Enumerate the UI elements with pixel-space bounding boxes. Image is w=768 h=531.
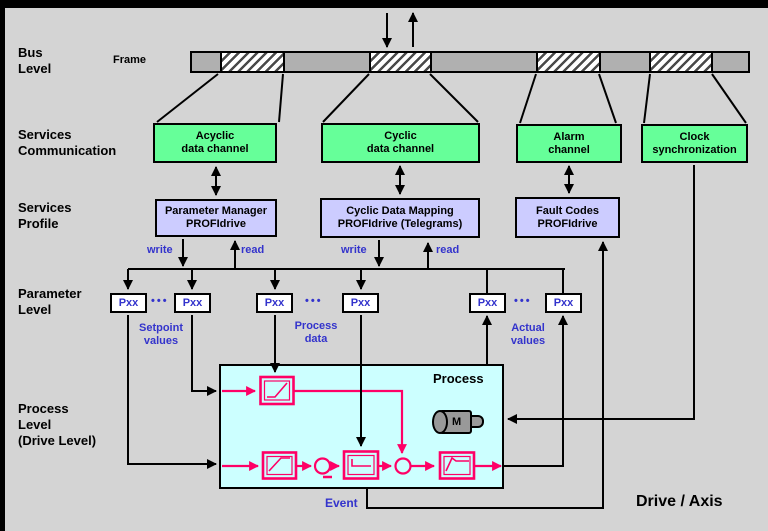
- box-line: Cyclic Data Mapping: [346, 205, 454, 217]
- frame-segment-gray: [432, 53, 536, 71]
- frame-to-cyclic-connector: [322, 73, 479, 123]
- heading-line: Communication: [18, 143, 117, 158]
- box-line: Fault Codes: [536, 204, 599, 217]
- frame-to-alarm-connector: [519, 73, 617, 124]
- frame-to-clock-connector: [643, 73, 747, 124]
- left-border: [0, 0, 5, 531]
- box-line: Parameter Manager: [164, 205, 268, 217]
- heading-line: Level: [18, 302, 52, 317]
- ellipsis: •••: [151, 295, 169, 307]
- frame-segment-gray: [713, 53, 748, 71]
- label-line: Setpoint: [139, 322, 183, 334]
- frame-to-acyclic-connector: [156, 73, 284, 123]
- top-border: [0, 0, 768, 8]
- box-line: PROFIdrive: [537, 217, 598, 230]
- frame-segment-gray: [192, 53, 220, 71]
- ellipsis: •••: [514, 295, 532, 307]
- pxx-box-4: Pxx: [342, 293, 379, 313]
- write-label: write: [341, 244, 367, 256]
- bus-frame-bar: [190, 51, 750, 73]
- box-line: PROFIdrive (Telegrams): [337, 218, 463, 230]
- pxx-box-1: Pxx: [110, 293, 147, 313]
- heading-line: Process: [18, 401, 69, 416]
- pxx-box-3: Pxx: [256, 293, 293, 313]
- motor-letter: M: [452, 416, 462, 428]
- frame-segment-gray: [600, 53, 650, 71]
- frame-segment-gray: [284, 53, 370, 71]
- frame-label: Frame: [113, 54, 147, 66]
- box-line: Clock: [679, 130, 710, 143]
- ellipsis: •••: [305, 295, 323, 307]
- box-line: channel: [548, 143, 590, 156]
- box-line: Alarm: [553, 130, 585, 143]
- label-line: values: [143, 335, 179, 347]
- heading-line: Level: [18, 61, 52, 76]
- label-line: values: [510, 335, 546, 347]
- event-label: Event: [325, 496, 358, 510]
- box-line: data channel: [181, 143, 249, 155]
- label-line: data: [304, 333, 328, 345]
- frame-segment-hatched: [369, 53, 433, 71]
- pxx-box-6: Pxx: [545, 293, 582, 313]
- motor-icon: M: [432, 410, 486, 435]
- motor-cap: [432, 410, 448, 434]
- pxx-box-2: Pxx: [174, 293, 211, 313]
- write-label: write: [147, 244, 173, 256]
- heading-line: Services: [18, 127, 72, 142]
- frame-segment-hatched: [535, 53, 601, 71]
- read-label: read: [241, 244, 265, 256]
- frame-segment-hatched: [649, 53, 714, 71]
- box-line: PROFIdrive: [186, 218, 246, 230]
- read-label: read: [436, 244, 460, 256]
- drive-axis-label: Drive / Axis: [636, 493, 723, 510]
- label-line: Actual: [511, 322, 545, 334]
- heading-line: Level: [18, 417, 52, 432]
- heading-line: Bus: [18, 45, 43, 60]
- heading-line: (Drive Level): [18, 433, 97, 448]
- pxx-box-5: Pxx: [469, 293, 506, 313]
- heading-line: Services: [18, 200, 72, 215]
- box-line: synchronization: [652, 143, 737, 156]
- heading-line: Parameter: [18, 286, 82, 301]
- box-line: data channel: [366, 143, 435, 155]
- process-label: Process: [433, 371, 484, 386]
- label-line: Process: [294, 320, 338, 332]
- box-line: Cyclic: [384, 130, 417, 142]
- heading-line: Profile: [18, 216, 59, 231]
- frame-segment-hatched: [219, 53, 285, 71]
- box-line: Acyclic: [195, 130, 235, 142]
